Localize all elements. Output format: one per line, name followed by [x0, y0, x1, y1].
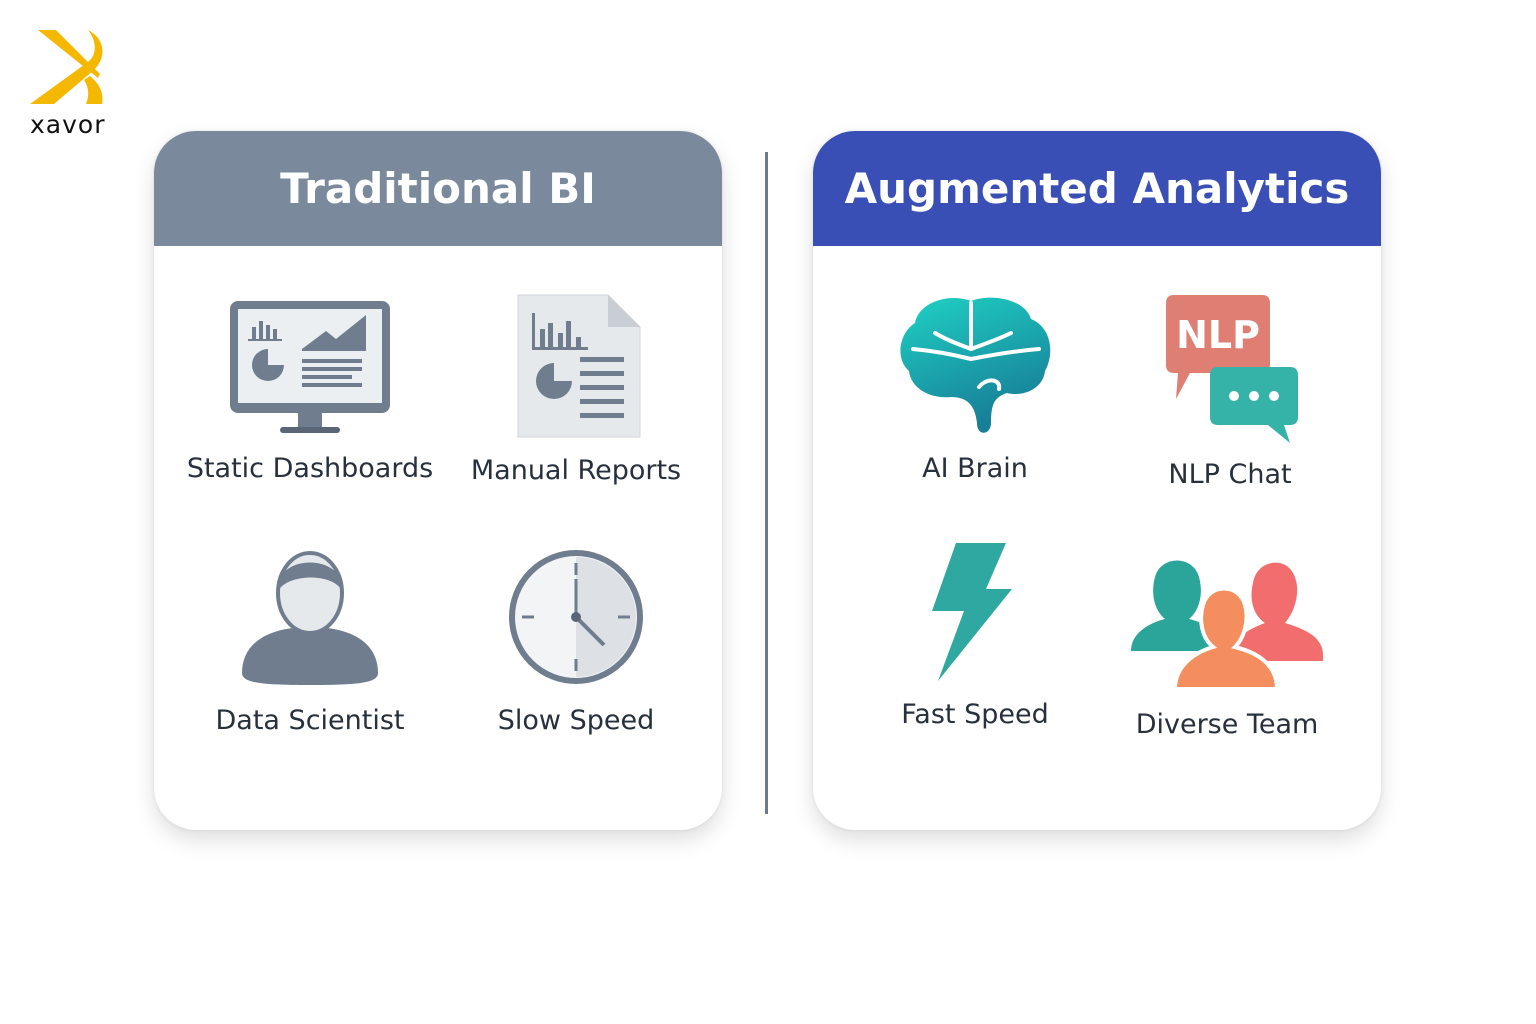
item-label: Slow Speed: [497, 705, 655, 736]
card-title: Traditional BI: [154, 131, 722, 246]
item-static-dashboards: Static Dashboards: [168, 299, 452, 484]
clock-icon: [509, 550, 643, 684]
brain-icon: [900, 297, 1051, 433]
item-label: Manual Reports: [470, 455, 682, 486]
team-icon: [1131, 560, 1323, 691]
report-document-icon: [517, 294, 641, 438]
nlp-badge: NLP: [1176, 313, 1260, 357]
item-label: NLP Chat: [1168, 459, 1292, 490]
augmented-analytics-card: Augmented Analytics AI Brain NLP NLP Cha…: [813, 131, 1381, 830]
lightning-icon: [932, 543, 1012, 681]
card-title: Augmented Analytics: [813, 131, 1381, 246]
chat-bubbles-icon: NLP: [1166, 295, 1298, 443]
item-fast-speed: Fast Speed: [833, 541, 1117, 730]
item-label: Diverse Team: [1135, 709, 1319, 740]
xavor-logo-icon: [30, 30, 103, 104]
person-icon: [242, 551, 378, 685]
item-slow-speed: Slow Speed: [434, 549, 718, 736]
item-manual-reports: Manual Reports: [434, 293, 718, 486]
divider: [765, 152, 768, 814]
item-label: Static Dashboards: [186, 453, 434, 484]
item-ai-brain: AI Brain: [833, 293, 1117, 484]
traditional-bi-card: Traditional BI Static Dashboards Manual …: [154, 131, 722, 830]
item-label: AI Brain: [922, 453, 1028, 484]
logo-text: xavor: [30, 110, 106, 139]
item-data-scientist: Data Scientist: [168, 543, 452, 736]
item-label: Fast Speed: [901, 699, 1049, 730]
item-label: Data Scientist: [215, 705, 405, 736]
item-diverse-team: Diverse Team: [1085, 543, 1369, 740]
item-nlp-chat: NLP NLP Chat: [1088, 293, 1372, 490]
monitor-dashboard-icon: [230, 301, 390, 433]
